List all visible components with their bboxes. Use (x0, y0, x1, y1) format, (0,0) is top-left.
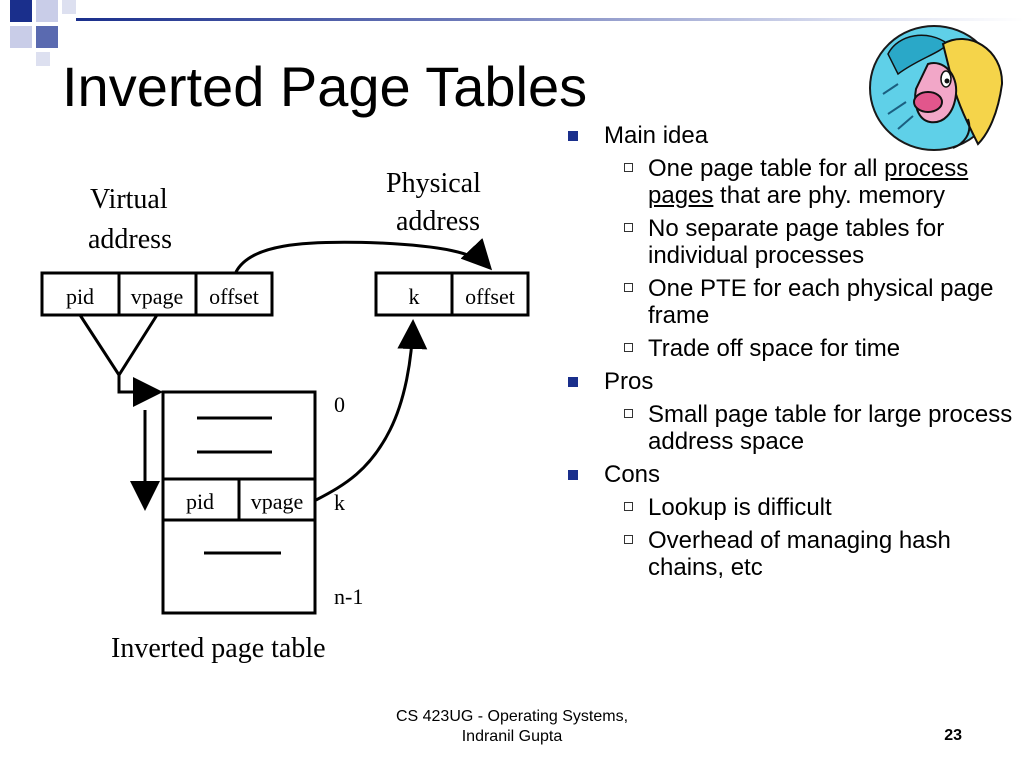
deco-square (10, 0, 32, 22)
bullet-text: Pros (604, 368, 654, 395)
physical-address-label-1: Physical (386, 168, 481, 199)
hollow-square-bullet-icon (624, 163, 633, 172)
footer-line-1: CS 423UG - Operating Systems, (395, 708, 629, 725)
virtual-address-label-2: address (88, 224, 172, 255)
offset-copy-arrow (234, 238, 493, 273)
sub-bullet: Trade off space for time (566, 335, 1016, 362)
hollow-square-bullet-icon (624, 283, 633, 292)
table-caption: Inverted page table (111, 633, 326, 664)
physical-address-label-2: address (396, 206, 480, 237)
clipart-face-image (869, 25, 1004, 151)
deco-square (10, 26, 32, 48)
sub-bullet: No separate page tables for individual p… (566, 215, 1016, 269)
bullet-list: Main idea One page table for all process… (566, 122, 1016, 581)
sub-bullet-text-tail: that are phy. memory (713, 182, 946, 209)
hollow-square-bullet-icon (624, 409, 633, 418)
sub-bullet: Small page table for large process addre… (566, 401, 1016, 455)
index-label-n-1: n-1 (334, 584, 363, 609)
sub-bullet-text: One page table for all (648, 155, 885, 182)
inverted-page-table: pid vpage (161, 390, 317, 615)
slide-title: Inverted Page Tables (62, 55, 588, 118)
funnel-arrow (117, 375, 163, 407)
hollow-square-bullet-icon (624, 502, 633, 511)
sub-bullet: One PTE for each physical page frame (566, 275, 1016, 329)
square-bullet-icon (568, 377, 578, 387)
hollow-square-bullet-icon (624, 535, 633, 544)
sub-bullet: Lookup is difficult (566, 494, 1016, 521)
sub-bullet-text: Small page table for large process addre… (648, 401, 1013, 455)
sub-bullet-text: Overhead of managing hash chains, etc (648, 527, 951, 581)
bullet-cons: Cons (566, 461, 1016, 488)
hash-funnel (78, 314, 159, 378)
bullet-text: Main idea (604, 122, 709, 149)
slide-footer: CS 423UG - Operating Systems, Indranil G… (300, 707, 724, 747)
sub-bullet-underlined-text: process pages (648, 155, 969, 209)
bullet-text: Cons (604, 461, 661, 488)
virtual-field-vpage: vpage (131, 284, 184, 309)
square-bullet-icon (568, 470, 578, 480)
frame-number-arrow (315, 319, 428, 502)
sub-bullet-text: Trade off space for time (648, 335, 901, 362)
index-label-k: k (334, 490, 345, 515)
sub-bullet-text: One PTE for each physical page frame (648, 275, 994, 329)
page-number: 23 (944, 727, 962, 744)
virtual-address-box: pid vpage offset (40, 271, 274, 317)
deco-square (36, 26, 58, 48)
hollow-square-bullet-icon (624, 343, 633, 352)
sub-bullet: Overhead of managing hash chains, etc (566, 527, 1016, 581)
physical-field-offset: offset (465, 284, 515, 309)
physical-field-k: k (409, 284, 420, 309)
index-label-0: 0 (334, 392, 345, 417)
bullet-pros: Pros (566, 368, 1016, 395)
deco-square (36, 52, 50, 66)
deco-square (36, 0, 58, 22)
sub-bullet-text: No separate page tables for individual p… (648, 215, 945, 269)
inverted-page-table-diagram: Virtual address Physical address pid vpa… (40, 168, 530, 664)
bullet-main-idea: Main idea (566, 122, 1016, 149)
square-bullet-icon (568, 131, 578, 141)
sub-bullet-text: Lookup is difficult (648, 494, 832, 521)
footer-line-2: Indranil Gupta (461, 728, 563, 745)
virtual-address-label-1: Virtual (90, 184, 168, 215)
entry-field-pid: pid (186, 489, 214, 514)
title-rule (76, 18, 1024, 21)
deco-square (62, 0, 76, 14)
virtual-field-pid: pid (66, 284, 94, 309)
sub-bullet: One page table for all process pages tha… (566, 155, 1016, 209)
hollow-square-bullet-icon (624, 223, 633, 232)
physical-address-box: k offset (374, 271, 530, 317)
virtual-field-offset: offset (209, 284, 259, 309)
entry-field-vpage: vpage (251, 489, 304, 514)
